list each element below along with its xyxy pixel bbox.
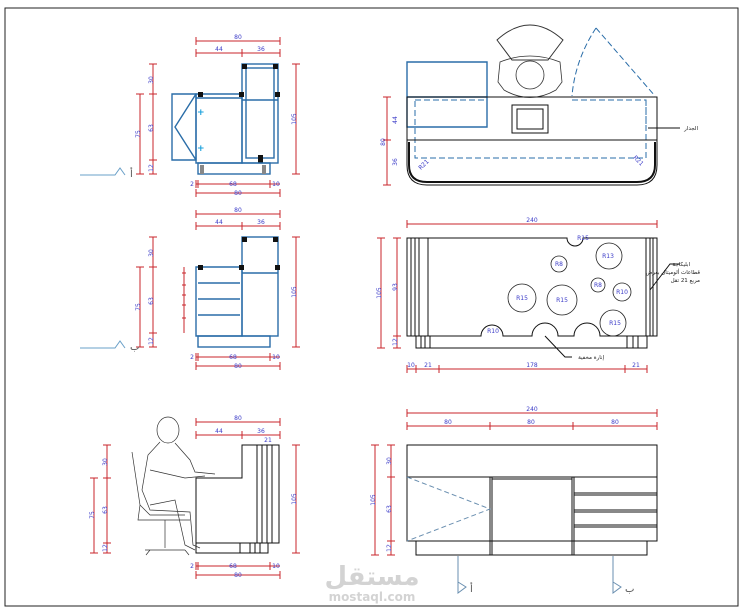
annotation-line: ابليكاجة — [672, 261, 690, 268]
dim-label: 44 — [215, 219, 223, 226]
section-a-view: 80 44 36 + + 30 63 12 75 105 2 68 10 80 … — [80, 34, 300, 197]
annotation-line: مربع 21 تقل — [671, 278, 700, 284]
dim-label: 80 — [234, 34, 242, 41]
dim-label: 80 — [380, 138, 387, 146]
dim-label: 36 — [257, 219, 265, 226]
dim-label: 63 — [386, 505, 393, 513]
dim-label: 105 — [291, 113, 298, 125]
dim-label: 2 — [190, 181, 194, 188]
seated-person-figure — [131, 416, 216, 556]
dim-label: 21 — [264, 437, 272, 444]
section-b-view: 80 44 36 30 63 12 75 105 2 68 10 80 ب — [80, 207, 300, 370]
dim-label: 12 — [392, 338, 399, 346]
radius-label: R15 — [609, 320, 621, 327]
annotation-line: قطاعات ألوميتال بعرض — [646, 268, 701, 276]
svg-text:+: + — [197, 108, 205, 118]
dim-label: 44 — [215, 428, 223, 435]
back-elevation: 240 80 80 80 105 30 63 12 أ ب — [370, 406, 658, 595]
dim-label: 36 — [257, 46, 265, 53]
dim-label: 93 — [392, 283, 399, 291]
svg-text:مستقل: مستقل — [324, 562, 419, 592]
dim-label: 63 — [148, 124, 155, 132]
dim-label: 75 — [135, 130, 142, 138]
radius-label: R8 — [594, 282, 602, 289]
dim-label: 12 — [148, 337, 155, 345]
dim-label: 80 — [234, 415, 242, 422]
svg-text:mostaql.com: mostaql.com — [329, 590, 416, 604]
dim-label: 240 — [526, 217, 538, 224]
dim-label: 80 — [611, 419, 619, 426]
dim-label: 12 — [386, 544, 393, 552]
dim-label: 80 — [234, 190, 242, 197]
radius-label: R10 — [616, 289, 628, 296]
dim-label: 44 — [392, 116, 399, 124]
dim-label: 178 — [526, 362, 538, 369]
hidden-lighting-label: إنارة مخفية — [578, 355, 604, 361]
radius-label: R13 — [602, 253, 614, 260]
dim-label: 63 — [148, 297, 155, 305]
dim-label: 10 — [272, 354, 280, 361]
dim-label: 63 — [102, 506, 109, 514]
dim-label: 80 — [234, 363, 242, 370]
dim-label: R21 — [417, 158, 430, 171]
dim-label: 105 — [291, 493, 298, 505]
dim-label: 80 — [234, 572, 242, 579]
radius-label: R15 — [556, 297, 568, 304]
dim-label: 2 — [190, 563, 194, 570]
dim-label: 68 — [229, 181, 237, 188]
dim-label: 80 — [444, 419, 452, 426]
dim-label: 105 — [291, 286, 298, 298]
dim-label: 30 — [148, 249, 155, 257]
dim-label: 10 — [272, 563, 280, 570]
section-mark-a: أ — [130, 167, 133, 180]
top-plan-view: R21 R21 الجدار 44 36 80 — [380, 24, 698, 186]
dim-label: 30 — [148, 76, 155, 84]
radius-label: R15 — [516, 295, 528, 302]
dim-label: 80 — [527, 419, 535, 426]
dim-label: 10 — [272, 181, 280, 188]
side-elevation: 80 44 36 21 30 63 12 75 105 2 68 10 80 — [89, 415, 300, 579]
dim-label: 80 — [234, 207, 242, 214]
section-mark-a: أ — [470, 582, 473, 595]
dim-label: 30 — [102, 458, 109, 466]
dim-label: 12 — [148, 164, 155, 172]
radius-label: R15 — [577, 235, 589, 242]
dim-label: 10 — [407, 362, 415, 369]
dim-label: 12 — [102, 544, 109, 552]
svg-text:+: + — [197, 144, 205, 154]
dim-label: 44 — [215, 46, 223, 53]
dim-label: 68 — [229, 563, 237, 570]
front-elevation: 240 R15 R8 R13 R8 R10 R15 R15 R15 R10 اب… — [376, 217, 700, 373]
dim-label: 105 — [376, 287, 383, 299]
section-mark-b: ب — [625, 584, 634, 595]
section-mark-b: ب — [130, 342, 139, 353]
radius-label: R8 — [555, 261, 563, 268]
mostaql-watermark: مستقل mostaql.com — [324, 562, 419, 604]
dim-label: 36 — [392, 158, 399, 166]
dim-label: 21 — [632, 362, 640, 369]
dim-label: 240 — [526, 406, 538, 413]
sheet-border — [4, 7, 739, 607]
dim-label: 30 — [386, 457, 393, 465]
wall-label: الجدار — [683, 126, 698, 132]
radius-label: R10 — [487, 328, 499, 335]
dim-label: 21 — [424, 362, 432, 369]
dim-label: 68 — [229, 354, 237, 361]
dim-label: 75 — [89, 511, 96, 519]
dim-label: R21 — [631, 154, 644, 167]
dim-label: 75 — [135, 303, 142, 311]
dim-label: 105 — [370, 494, 377, 506]
dim-label: 36 — [257, 428, 265, 435]
dim-label: 2 — [190, 354, 194, 361]
